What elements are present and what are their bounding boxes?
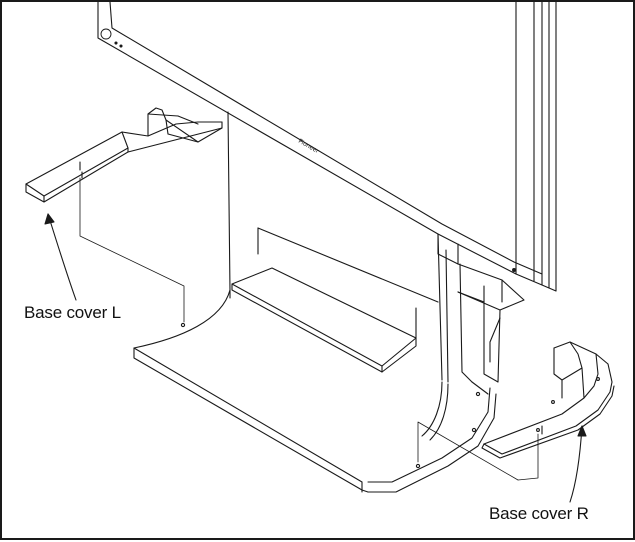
leader-arrow-l bbox=[44, 213, 77, 301]
base-cover-l-part bbox=[25, 107, 223, 203]
base-cover-r-label: Base cover R bbox=[489, 504, 589, 523]
stand-column bbox=[227, 111, 489, 395]
base-cover-l-label: Base cover L bbox=[24, 303, 121, 322]
alignment-guides bbox=[79, 177, 539, 481]
power-button bbox=[100, 28, 112, 40]
base-plate bbox=[133, 289, 497, 493]
display-panel: Pioneer bbox=[97, 2, 557, 292]
center-shelf bbox=[231, 227, 439, 373]
leader-arrow-r bbox=[569, 425, 587, 503]
base-cover-r-part bbox=[481, 341, 615, 459]
rear-bracket bbox=[457, 263, 525, 383]
